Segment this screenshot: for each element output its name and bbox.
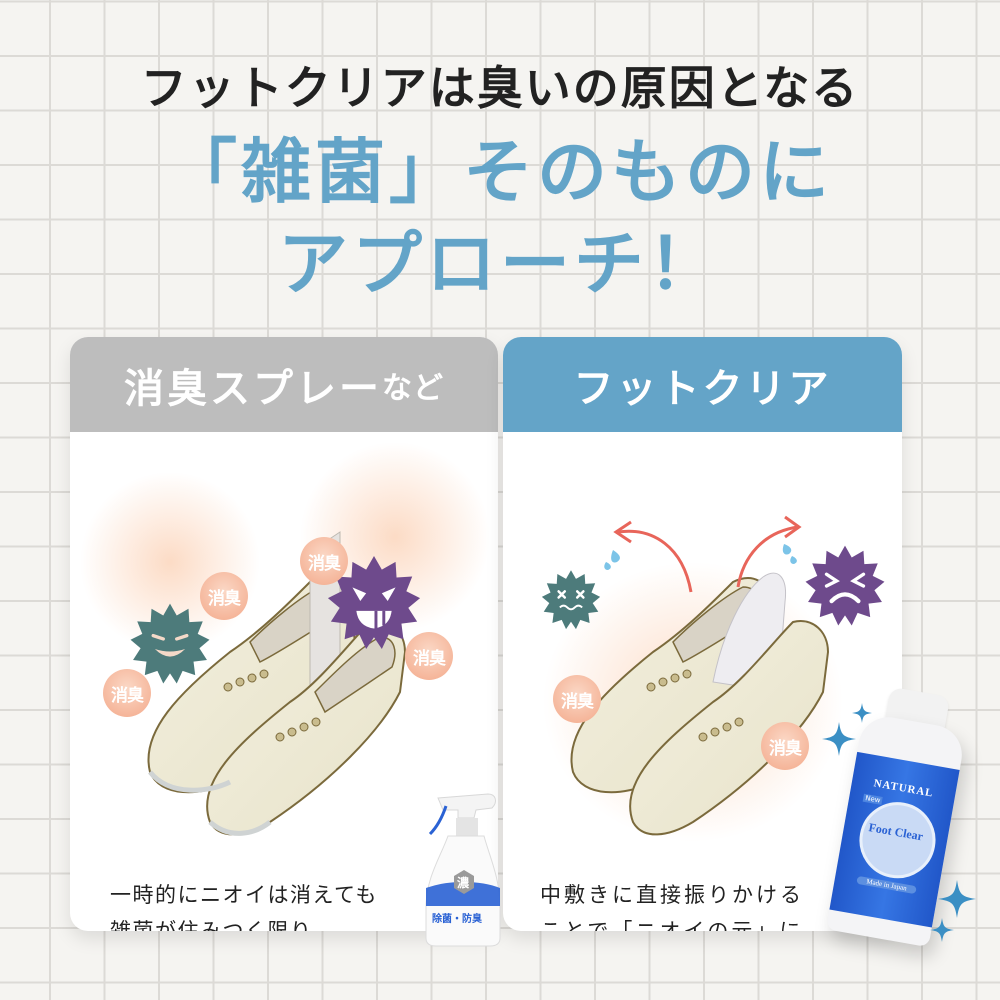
comparison-card-deodorant-spray: 消臭スプレーなど <box>70 337 498 931</box>
card-description: 中敷きに直接振りかける ことで「ニオイの元」に 直接アプローチ！ <box>540 883 804 931</box>
spray-bottle-icon <box>425 793 501 947</box>
card-body: 消臭 消臭 消臭 消臭 一時的にニオイは消えても 雑菌が住みつく限り、 またニオ… <box>70 432 498 931</box>
germ-icon-teal-grinning <box>130 603 210 684</box>
deodorize-bubble: 消臭 <box>200 572 248 620</box>
headline-intro: フットクリアは臭いの原因となる <box>140 61 860 115</box>
deodorize-bubble: 消臭 <box>761 722 809 770</box>
spray-label: 除菌・防臭 <box>432 914 482 925</box>
deodorize-bubble: 消臭 <box>300 537 348 585</box>
card-title-suffix: など <box>382 370 444 406</box>
sweat-drop-icon <box>782 544 797 564</box>
card-header-deodorant-spray: 消臭スプレーなど <box>70 337 498 432</box>
germ-icon-purple-distressed <box>805 545 885 626</box>
headline-main-line1: 「雑菌」そのものに <box>167 131 833 213</box>
sparkle-icon <box>930 918 954 942</box>
card-description: 一時的にニオイは消えても 雑菌が住みつく限り、 またニオイが発生する。 <box>110 883 378 931</box>
headline-main-line2: アプローチ！ <box>278 223 722 305</box>
sweat-drop-icon <box>604 550 620 570</box>
headline-main: 「雑菌」そのものに アプローチ！ <box>0 126 1000 310</box>
deodorize-bubble: 消臭 <box>405 632 453 680</box>
deodorant-spray-bottle: 濃 除菌・防臭 <box>418 788 508 948</box>
sparkle-icon <box>822 722 856 756</box>
card-title: フットクリア <box>573 365 832 412</box>
germ-icon-purple-evil <box>327 555 421 650</box>
card-title: 消臭スプレー <box>124 365 382 412</box>
card-body: 消臭 消臭 中敷きに直接振りかける ことで「ニオイの元」に 直接アプローチ！ <box>503 432 902 931</box>
card-header-foot-clear: フットクリア <box>503 337 902 432</box>
spray-badge: 濃 <box>457 876 470 890</box>
germ-icon-teal-defeated <box>541 570 601 630</box>
arrows-pushing-germs-away <box>613 515 802 593</box>
deodorize-bubble: 消臭 <box>553 675 601 723</box>
deodorize-bubble: 消臭 <box>103 669 151 717</box>
sneakers-with-insole-illustration <box>570 572 830 836</box>
sparkle-icon <box>938 880 976 918</box>
sparkle-icon <box>852 703 872 723</box>
comparison-card-foot-clear: フットクリア <box>503 337 902 931</box>
